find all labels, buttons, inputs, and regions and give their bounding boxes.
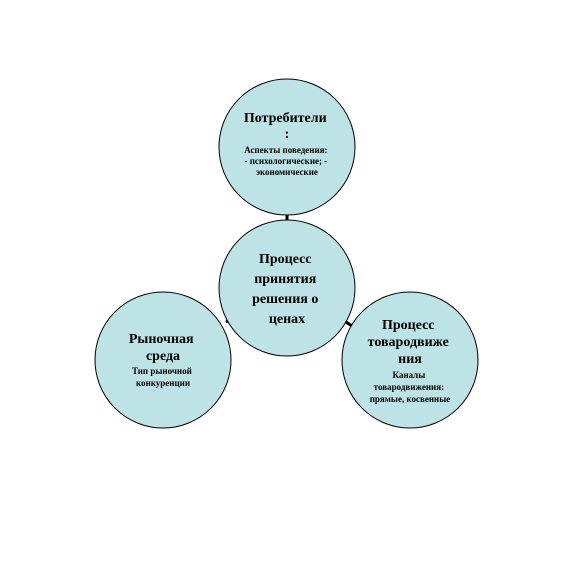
node-pricing-decision-line: Процесс <box>259 252 312 267</box>
node-market-environment-title-line: Рыночная <box>129 332 194 347</box>
node-distribution-process: Процесс товародвиже ния Каналы товародви… <box>341 291 479 429</box>
node-consumers-sub-line: Аспекты поведения: <box>244 145 327 155</box>
node-consumers-title-line: : <box>285 127 290 142</box>
node-pricing-decision-line: ценах <box>269 312 305 327</box>
node-pricing-decision-line: решения о <box>252 292 318 307</box>
node-distribution-process-title-line: ния <box>398 352 422 367</box>
node-distribution-process-subtitle: Каналы товародвижения: прямые, косвенные <box>370 370 451 404</box>
node-distribution-process-sub-line: Каналы <box>393 370 426 380</box>
node-pricing-decision-line: принятия <box>254 272 317 287</box>
node-consumers-sub-line: - психологические; - <box>244 156 327 166</box>
node-distribution-process-circle <box>341 291 479 429</box>
node-distribution-process-title-line: Процесс <box>382 318 435 333</box>
node-pricing-decision: Процесс принятия решения о ценах <box>218 219 356 357</box>
node-market-environment-sub-line: конкуренции <box>136 378 190 388</box>
node-market-environment: Рыночная среда Тип рыночной конкуренции <box>94 291 232 429</box>
node-consumers-title-line: Потребители <box>244 111 327 126</box>
node-distribution-process-title: Процесс товародвиже ния <box>368 318 453 367</box>
node-distribution-process-sub-line: прямые, косвенные <box>370 394 451 404</box>
node-market-environment-sub-line: Тип рыночной <box>132 366 192 376</box>
node-pricing-decision-circle <box>218 219 356 357</box>
node-consumers-circle <box>218 78 356 216</box>
node-market-environment-title: Рыночная среда <box>129 332 197 364</box>
node-consumers-sub-line: экономические <box>256 167 318 177</box>
node-market-environment-subtitle: Тип рыночной конкуренции <box>132 366 194 388</box>
node-consumers-subtitle: Аспекты поведения: - психологические; - … <box>244 145 330 177</box>
node-market-environment-circle <box>94 291 232 429</box>
node-consumers: Потребители : Аспекты поведения: - психо… <box>218 78 356 216</box>
node-consumers-title: Потребители : <box>244 111 330 142</box>
node-market-environment-title-line: среда <box>146 349 180 364</box>
node-pricing-decision-title: Процесс принятия решения о ценах <box>252 252 322 327</box>
node-distribution-process-title-line: товародвиже <box>368 335 449 350</box>
node-distribution-process-sub-line: товародвижения: <box>374 382 444 392</box>
